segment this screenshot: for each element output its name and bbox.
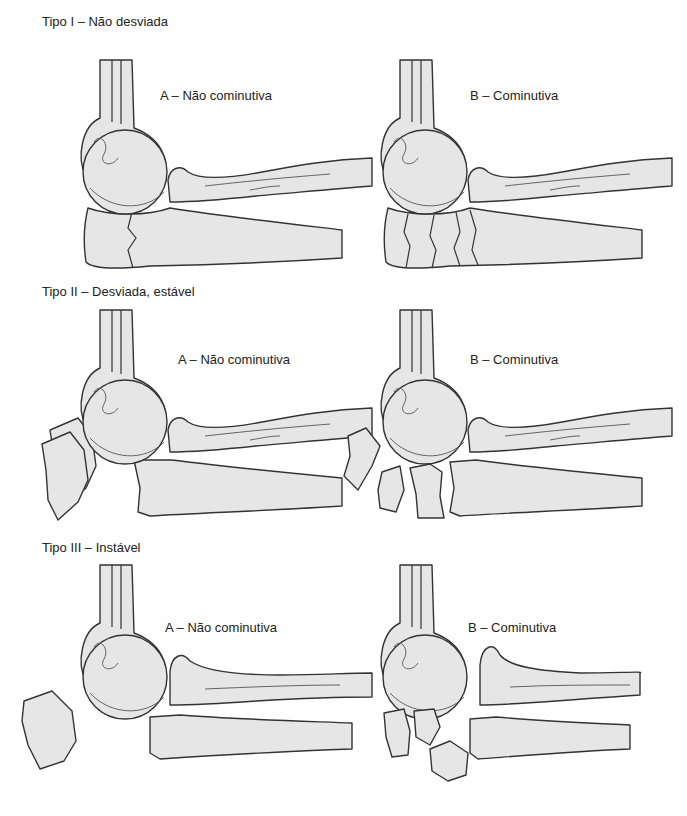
subtype-label: A – Não cominutiva <box>160 88 272 104</box>
subtype-label: A – Não cominutiva <box>178 352 290 368</box>
subtype-label: A – Não cominutiva <box>165 620 277 636</box>
type-heading: Tipo I – Não desviada <box>42 14 168 30</box>
subtype-label: B – Cominutiva <box>470 88 558 104</box>
type-heading: Tipo II – Desviada, estável <box>42 284 195 300</box>
subtype-label: B – Cominutiva <box>468 620 556 636</box>
type-heading: Tipo III – Instável <box>42 540 141 556</box>
subtype-label: B – Cominutiva <box>470 352 558 368</box>
